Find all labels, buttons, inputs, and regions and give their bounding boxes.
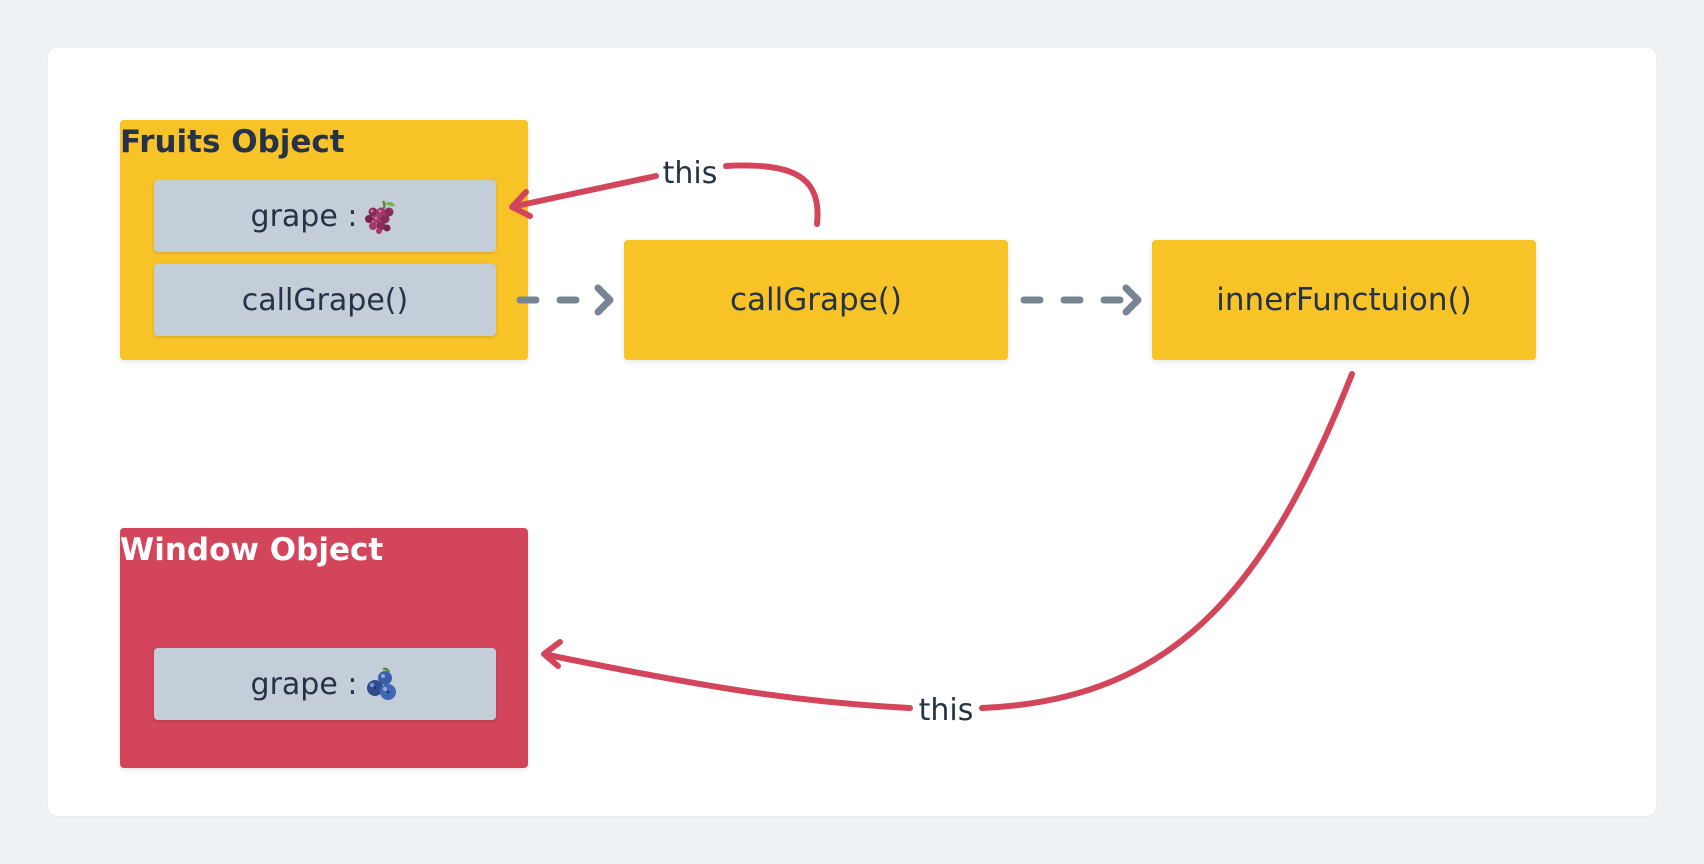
window-object-title: Window Object (120, 532, 384, 568)
window-grape-property: grape : (154, 648, 496, 720)
fruits-grape-property: grape : (154, 180, 496, 252)
fruits-object-group: Fruits Object grape : callGrape() (120, 120, 528, 360)
fruits-object-title: Fruits Object (120, 124, 345, 160)
fruits-grape-label: grape : (250, 198, 358, 234)
window-object-group: Window Object grape : (120, 528, 528, 768)
callgrape-function-box: callGrape() (624, 240, 1008, 360)
window-grape-label: grape : (250, 666, 358, 702)
fruits-callgrape-method: callGrape() (154, 264, 496, 336)
inner-function-box: innerFunctuion() (1152, 240, 1536, 360)
grapes-icon (365, 200, 396, 234)
blueberries-icon (367, 667, 397, 700)
